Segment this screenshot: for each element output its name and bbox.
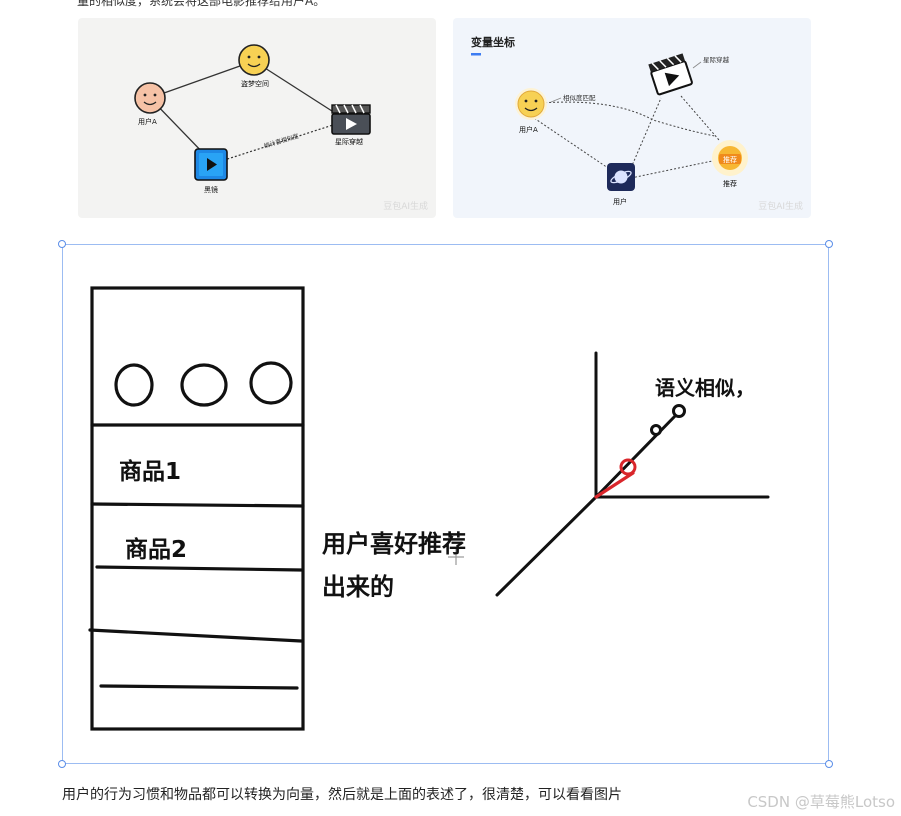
graph-film-label: 星际穿越 — [703, 55, 730, 64]
film-icon — [648, 53, 692, 95]
recommend-text-line1: 用户喜好推荐 — [322, 524, 466, 559]
graph-svg: 用户A 盗梦空间 黑镜 星际穿越 统计喜相似度 — [78, 18, 436, 218]
clapperboard-icon — [332, 105, 370, 134]
smiley-movie-icon — [239, 45, 269, 75]
graph-movie1-label: 盗梦空间 — [241, 79, 269, 88]
graph-link-label: 相似度匹配 — [563, 93, 596, 102]
graph-planet-label: 用户 — [613, 197, 627, 206]
user-face-icon — [515, 88, 547, 120]
item1-label: 商品1 — [119, 452, 181, 486]
figure-title: 变量坐标 — [471, 35, 515, 49]
graph-user-label: 用户A — [138, 117, 157, 126]
item2-label: 商品2 — [125, 530, 187, 564]
user-face-icon — [135, 83, 165, 113]
item-list-box — [90, 288, 303, 729]
recommend-text-line2: 出来的 — [322, 567, 394, 602]
graph-user-label: 用户A — [519, 125, 538, 134]
vector-graph-svg: 变量坐标 推荐 用户A — [453, 18, 811, 218]
caption-text: 用户的行为习惯和物品都可以转换为向量，然后就是上面的表述了，很清楚，可以看看图片 — [62, 784, 622, 804]
graph-link-label: 统计喜相似度 — [263, 132, 300, 150]
planet-icon — [607, 163, 635, 191]
graph-recommend-label: 推荐 — [723, 179, 737, 188]
title-accent — [471, 53, 481, 56]
graph-illustration-left: 用户A 盗梦空间 黑镜 星际穿越 统计喜相似度 豆包AI生成 — [78, 18, 436, 218]
top-text-line: 量的相似度，系统会将这部电影推荐给用户A。 — [77, 0, 325, 9]
recommend-badge-text: 推荐 — [723, 155, 737, 164]
watermark: 豆包AI生成 — [383, 199, 428, 212]
play-button-icon — [195, 149, 227, 180]
watermark: 豆包AI生成 — [758, 199, 803, 212]
recommend-sun-icon: 推荐 — [712, 140, 748, 176]
csdn-credit-watermark: CSDN @草莓熊Lotso — [747, 791, 895, 812]
hand-drawn-sketch — [63, 245, 828, 763]
semantic-similarity-label: 语义相似， — [655, 372, 755, 401]
graph-movie2-label: 黑镜 — [204, 185, 218, 194]
graph-illustration-right: 变量坐标 推荐 用户A — [453, 18, 811, 218]
graph-movie3-label: 星际穿越 — [335, 137, 363, 146]
